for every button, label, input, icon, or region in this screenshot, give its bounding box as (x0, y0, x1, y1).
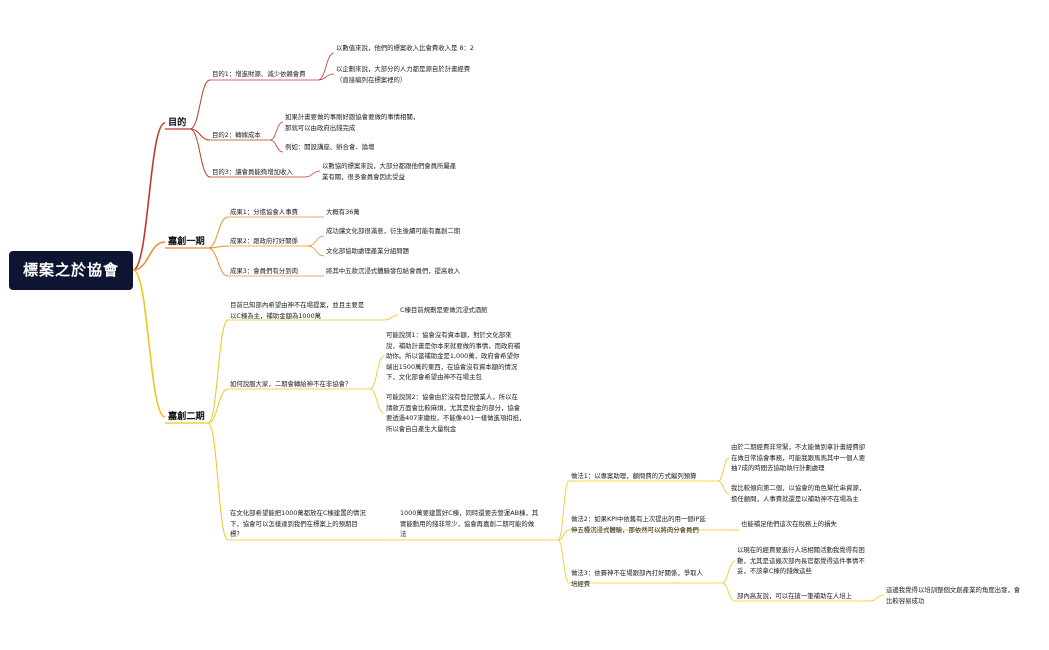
result-3-note-a[interactable]: 將其中五款沉浸式體驗發包給會員們，提高收入 (326, 267, 461, 275)
connector-line (717, 480, 730, 495)
branch-phase-one[interactable]: 嘉創一期 (168, 236, 205, 247)
connector-line (207, 319, 229, 424)
connector-line (132, 269, 166, 418)
connector-line (869, 594, 885, 602)
method-1-node[interactable]: 做法1：以專案助理，顧問費的方式編列預算 (571, 472, 697, 480)
result-2-node[interactable]: 成果2：跟政府打好關係 (230, 237, 298, 245)
connector-line (557, 480, 570, 541)
connector-line (317, 52, 335, 81)
method-1-note-a[interactable]: 由於二期經費非常緊，不太能做到拿計畫經費卻在做日常協會事務，可能我跟馬馬其中一個… (731, 443, 866, 472)
phase2-budget-note-a[interactable]: 1000萬要建置好C棟，同時還要去營運AB棟，其實能動用的錢非常少，協會再嘉創二… (400, 509, 539, 538)
method-3-note-b-detail[interactable]: 這邊我覺得以培訓整個文創產業的角度出發，會比較容易成功 (886, 586, 1021, 605)
connector-line (207, 247, 229, 277)
connector-line (317, 73, 335, 81)
connector-line (307, 235, 325, 247)
connector-line (557, 529, 570, 541)
purpose-2-note-b[interactable]: 例如：開設講座、辦合會、論壇 (285, 143, 375, 151)
method-1-note-b[interactable]: 我比較傾向第二個，以協會的角色幫忙串資源，擔任顧問，人事費就還是以補助神不在場為… (731, 484, 866, 503)
connector-line (189, 128, 211, 178)
connector-line (304, 170, 321, 178)
result-3-node[interactable]: 成果3：會員們有分到肉 (230, 267, 298, 275)
purpose-1-node[interactable]: 目的1：增進財源、減少依賴會費 (212, 70, 306, 78)
purpose-3-note-a[interactable]: 以數協的標案來說，大部分都跟他們會員所屬產業有關，很多會員會因此受益 (322, 162, 457, 181)
connector-line (207, 245, 229, 249)
root-node[interactable]: 標案之於協會 (9, 251, 133, 290)
connector-line (384, 314, 399, 321)
purpose-3-node[interactable]: 目的3：讓會員能夠增加收入 (212, 168, 293, 176)
purpose-2-node[interactable]: 目的2：轉嫁成本 (212, 131, 261, 139)
result-1-node[interactable]: 成果1：分擔協會人事費 (230, 208, 298, 216)
purpose-1-note-a[interactable]: 以數值來說，他們的標案收入比會費收入是 8：2 (336, 44, 474, 52)
phase2-known-note-a[interactable]: C棟目前規劃是要做沉浸式酒館 (400, 306, 488, 314)
connector-line (207, 388, 229, 424)
method-3-node[interactable]: 做法3：依賽神不在場跟部內打好關係，爭取人培經費 (571, 569, 703, 588)
phase2-persuade-note-a[interactable]: 可能說詞1：協會沒有資本額，對於文化部來說，補助計畫是你本來就要做的事情，而政府… (386, 331, 521, 381)
connector-line (207, 422, 229, 541)
phase2-known-node[interactable]: 目前已知部內希望由神不在場提案，並且主要是以C棟為主，補助金額為1000萬 (230, 301, 365, 320)
purpose-1-note-b[interactable]: 以企劃來說，大部分的人力都是源自於計畫經費（直接編列在標案裡的） (336, 65, 471, 84)
result-2-note-b[interactable]: 文化部協助處理產業分組問題 (326, 247, 410, 255)
connector-line (369, 355, 385, 390)
branch-purpose[interactable]: 目的 (168, 117, 187, 128)
connector-line (132, 241, 166, 271)
method-3-note-a[interactable]: 以現在的經費要進行人培相關活動我覺得有困難，尤其是這幾次部內長官都覺得這件事情不… (737, 546, 865, 575)
method-2-node[interactable]: 做法2：如果KPI中依舊有上次提出的用一個IP延伸五種沉浸式體驗，那依然可以將肉… (571, 515, 706, 534)
connector-line (207, 216, 229, 249)
result-1-note-a[interactable]: 大概有36萬 (326, 208, 360, 216)
phase2-persuade-note-b[interactable]: 可能說詞2：協會由於沒有登記營業人，所以在請款方面會比較麻煩，尤其是稅金的部分，… (386, 393, 526, 433)
branch-phase-two[interactable]: 嘉創二期 (168, 411, 205, 422)
connector-line (717, 457, 730, 482)
result-2-note-a[interactable]: 成功讓文化部很滿意，衍生後續可能有嘉創二期 (326, 227, 461, 235)
connector-line (269, 121, 284, 141)
connector-line (721, 582, 736, 602)
connector-line (307, 245, 325, 257)
phase2-budget-node[interactable]: 在文化部希望能把1000萬都放在C棟建置的情況下，協會可以怎樣達到我們在標案上的… (230, 509, 366, 538)
connector-line (369, 388, 385, 414)
method-3-note-b[interactable]: 部內高友說，可以在搶一筆補助在人培上 (737, 592, 853, 600)
connector-line (189, 79, 211, 130)
phase2-persuade-node[interactable]: 如何說服大家，二期會轉給神不在非協會？ (230, 380, 352, 388)
method-2-note-a[interactable]: 也能補足他們這次在稅務上的損失 (741, 520, 837, 528)
connector-line (269, 139, 284, 153)
purpose-2-note-a[interactable]: 如果計畫要做的事剛好跟協會要做的事情相關，那就可以由政府出錢完成 (285, 113, 420, 132)
connector-line (132, 122, 166, 271)
connector-line (557, 539, 570, 584)
connector-line (721, 560, 736, 584)
